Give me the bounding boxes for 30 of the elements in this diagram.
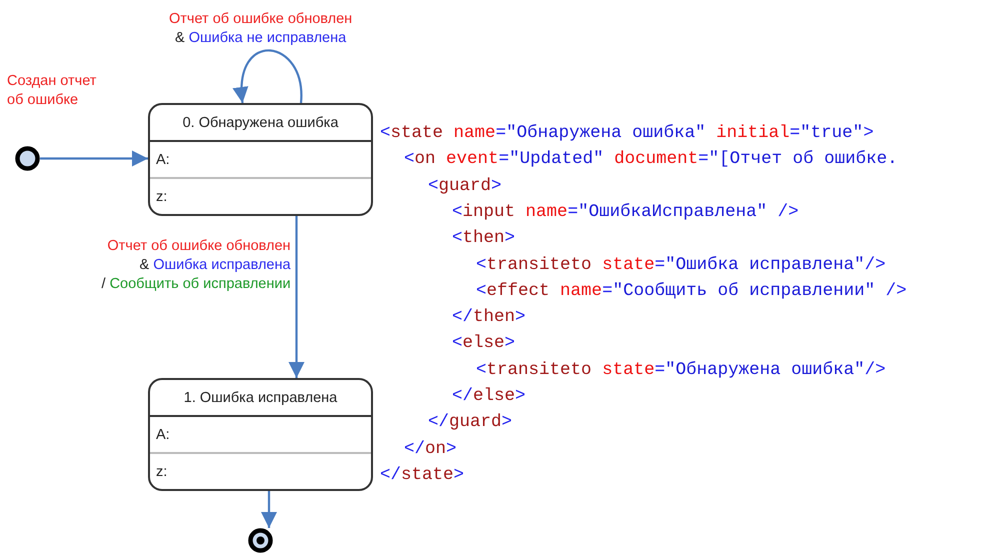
state-name: 1. Ошибка исправлена xyxy=(184,390,338,406)
code-line: <effect name="Сообщить об исправлении" /> xyxy=(476,280,907,301)
final-state-circle xyxy=(248,528,273,553)
code-line: <transiteto state="Обнаружена ошибка"/> xyxy=(476,360,886,380)
transition-arrow xyxy=(40,150,148,166)
compartment-label: z: xyxy=(156,188,168,204)
transition-arrow xyxy=(234,50,302,104)
initial-state-circle xyxy=(15,146,40,171)
code-line: <state name="Обнаружена ошибка" initial="true"> xyxy=(380,123,874,143)
state-box xyxy=(148,378,373,491)
code-line: </state> xyxy=(380,464,464,485)
code-line: </else> xyxy=(452,386,526,406)
transition-arrow xyxy=(261,491,277,528)
state-box xyxy=(148,103,373,216)
state-name: 0. Обнаружена ошибка xyxy=(182,114,338,130)
transition-arrow xyxy=(288,216,304,378)
edge-label: Отчет об ошибке обновлен & Ошибка не исправлена xyxy=(169,10,352,48)
code-line: <transiteto state="Ошибка исправлена"/> xyxy=(476,254,886,274)
code-line: <then> xyxy=(452,228,516,248)
compartment-label: A: xyxy=(156,426,170,442)
code-line: <else> xyxy=(452,333,516,354)
code-line: <on event="Updated" document="[Отчет об ошибке. xyxy=(404,149,898,170)
code-line: <guard> xyxy=(428,176,502,196)
code-line: <input name="ОшибкаИсправлена" /> xyxy=(452,202,799,222)
code-line: </then> xyxy=(452,307,526,328)
edge-label: Отчет об ошибке обновлен & Ошибка исправлена / Сообщить об исправлении xyxy=(102,237,291,294)
code-line: </guard> xyxy=(428,412,512,432)
code-line: </on> xyxy=(404,438,457,459)
compartment-label: z: xyxy=(156,464,168,480)
compartment-label: A: xyxy=(156,152,170,168)
